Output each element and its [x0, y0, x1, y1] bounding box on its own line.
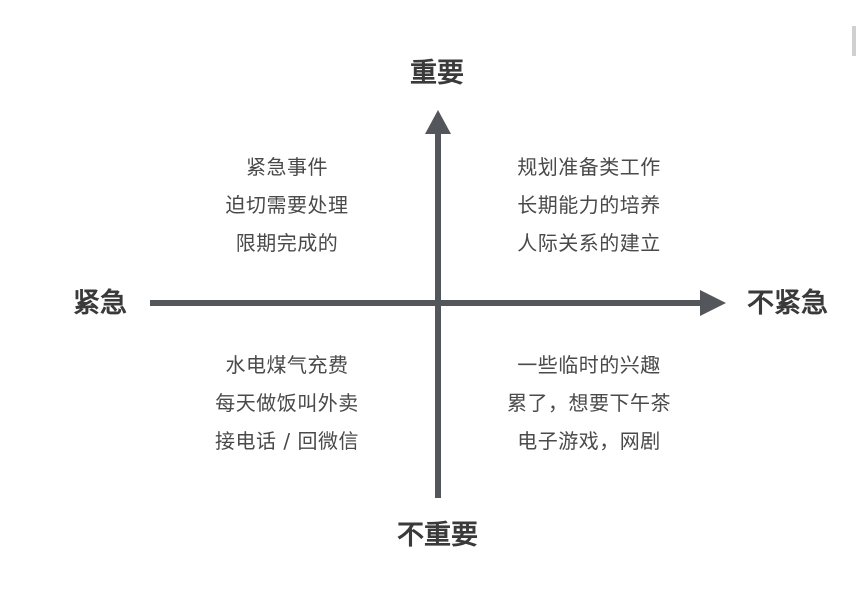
- quadrant-item: 限期完成的: [235, 231, 339, 255]
- axis-label-urgent: 紧急: [73, 288, 127, 319]
- quadrant-item: 水电煤气充费: [225, 353, 349, 377]
- axis-label-not-important: 不重要: [397, 520, 478, 551]
- quadrant-item: 一些临时的兴趣: [517, 353, 661, 377]
- quadrant-item: 人际关系的建立: [517, 231, 661, 255]
- axis-label-not-urgent: 不紧急: [747, 288, 828, 319]
- quadrant-not-urgent-not-important: 一些临时的兴趣 累了，想要下午茶 电子游戏，网剧: [474, 346, 704, 460]
- right-arrow-head: [700, 290, 726, 316]
- quadrant-item: 长期能力的培养: [517, 193, 661, 217]
- up-arrow-head: [425, 110, 451, 134]
- edge-mark: [852, 26, 856, 56]
- quadrant-item: 每天做饭叫外卖: [215, 391, 359, 415]
- quadrant-item: 接电话 / 回微信: [215, 429, 359, 453]
- quadrant-urgent-not-important: 水电煤气充费 每天做饭叫外卖 接电话 / 回微信: [172, 346, 402, 460]
- quadrant-item: 迫切需要处理: [225, 193, 349, 217]
- quadrant-item: 紧急事件: [246, 155, 328, 179]
- quadrant-urgent-important: 紧急事件 迫切需要处理 限期完成的: [172, 148, 402, 262]
- axis-label-important: 重要: [410, 58, 464, 89]
- quadrant-not-urgent-important: 规划准备类工作 长期能力的培养 人际关系的建立: [474, 148, 704, 262]
- quadrant-item: 累了，想要下午茶: [507, 391, 671, 415]
- quadrant-item: 规划准备类工作: [517, 155, 661, 179]
- quadrant-item: 电子游戏，网剧: [517, 429, 661, 453]
